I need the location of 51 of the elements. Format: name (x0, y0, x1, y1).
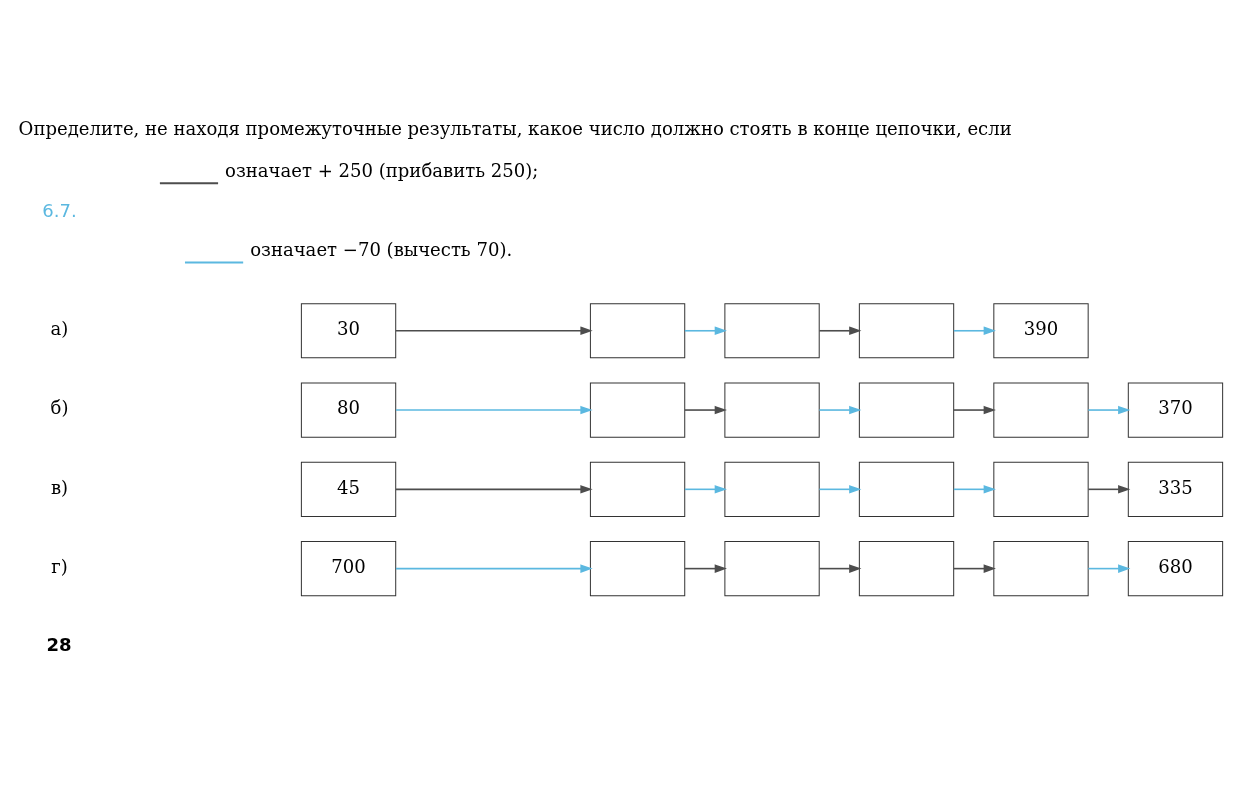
label: в) (50, 476, 69, 498)
diagram-title: Определите, не находя промежуточные результаты, какое число должно стоять в конце цепочки, если (18, 117, 1012, 139)
node-box (724, 540, 820, 596)
node-box: 30 (300, 302, 397, 358)
label: 28 (46, 633, 72, 655)
arrow (953, 563, 996, 573)
node-box (858, 381, 955, 438)
node-box: 335 (1127, 461, 1224, 517)
label: г) (51, 555, 68, 577)
arrow (953, 325, 996, 335)
node-box (589, 302, 686, 358)
node-box: 700 (300, 540, 397, 596)
arrow (953, 405, 996, 414)
node-box (993, 381, 1089, 438)
arrow (395, 563, 593, 573)
node-box (589, 540, 686, 596)
node-box (993, 461, 1089, 517)
legend-label: означает −70 (вычесть 70). (250, 238, 513, 260)
arrow (684, 325, 727, 335)
node-box (858, 302, 955, 358)
node-box: 80 (300, 381, 397, 438)
node-box (993, 540, 1089, 596)
legend-label: означает + 250 (прибавить 250); (225, 159, 539, 181)
arrow (1087, 405, 1131, 414)
node-box (858, 461, 955, 517)
arrow (395, 405, 593, 414)
label: а) (50, 317, 69, 339)
arrow (953, 484, 996, 494)
arrow (684, 563, 727, 573)
arrow (684, 484, 727, 494)
label: 6.7. (42, 199, 77, 221)
node-box (858, 540, 955, 596)
node-box (724, 302, 820, 358)
arrow (818, 325, 862, 335)
arrow (395, 484, 593, 494)
node-box: 370 (1127, 381, 1224, 438)
label: б) (50, 396, 69, 418)
arrow (684, 405, 727, 414)
arrow (1087, 563, 1131, 573)
arrow (818, 405, 862, 414)
node-box: 680 (1127, 540, 1224, 596)
arrow (395, 325, 593, 335)
arrow (818, 563, 862, 573)
node-box: 390 (993, 302, 1089, 358)
node-box: 45 (300, 461, 397, 517)
arrow (1087, 484, 1131, 494)
node-box (589, 381, 686, 438)
node-box (724, 461, 820, 517)
arrow (818, 484, 862, 494)
node-box (724, 381, 820, 438)
node-box (589, 461, 686, 517)
